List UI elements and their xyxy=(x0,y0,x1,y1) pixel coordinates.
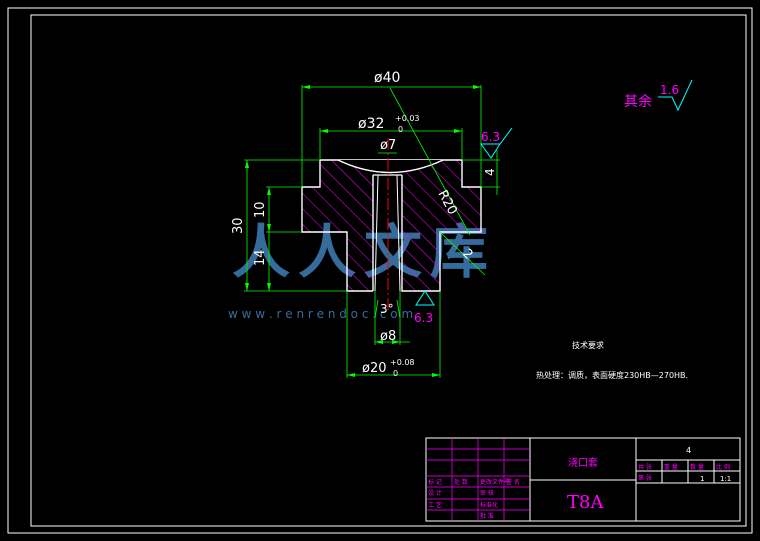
tb-h-total: 共 张 xyxy=(638,463,652,471)
tb-r2-c1: 设 计 xyxy=(428,489,442,497)
tb-material: T8A xyxy=(567,492,604,513)
tb-r3-c1: 工 艺 xyxy=(428,501,442,509)
tb-r2-c3: 审 核 xyxy=(480,489,494,497)
roughness-top: 6.3 xyxy=(480,127,513,159)
tech-line1: 热处理：调质，表面硬度230HB—270HB. xyxy=(536,370,688,380)
watermark-url: w w w . r e n r e n d o c . c o m xyxy=(228,307,413,321)
hatch-left xyxy=(302,160,373,291)
dim-d32: ø32 xyxy=(358,116,384,132)
hatch-right xyxy=(402,160,481,291)
dimension-arrows xyxy=(245,85,481,377)
tb-part-name: 浇口套 xyxy=(568,456,598,469)
dim-10: 10 xyxy=(253,201,268,218)
tb-r1-c3: 更改文件号 xyxy=(480,478,510,486)
tb-h-scale: 比 例 xyxy=(716,463,730,471)
dim-d32-tol-upper: +0.03 xyxy=(395,114,420,123)
dim-d40: ø40 xyxy=(374,70,400,86)
title-block xyxy=(425,437,741,522)
tb-r4-c3: 批 准 xyxy=(480,512,494,520)
tb-r1-c1: 标 记 xyxy=(428,478,442,486)
tb-sheet: 1 xyxy=(700,475,704,483)
svg-text:6.3: 6.3 xyxy=(414,311,433,325)
title-block-grid xyxy=(426,438,530,521)
tb-h-weight: 重 量 xyxy=(664,463,678,471)
dim-d7: ø7 xyxy=(380,138,396,153)
tb-sheet-count: 4 xyxy=(686,446,691,455)
dim-d20-tol-lower: 0 xyxy=(393,369,398,378)
tb-r1-c4: 签 名 xyxy=(506,478,520,486)
roughness-rest-value: 1.6 xyxy=(660,83,679,97)
dim-d8: ø8 xyxy=(380,329,396,344)
dim-d20: ø20 xyxy=(362,361,387,376)
dim-14: 14 xyxy=(253,249,268,266)
dim-angle: 3° xyxy=(380,302,394,316)
dim-d20-tol-upper: +0.08 xyxy=(390,358,415,367)
tb-h-count: 数 量 xyxy=(690,463,704,471)
svg-text:其余: 其余 xyxy=(624,93,652,110)
roughness-rest: 其余 1.6 xyxy=(624,79,693,112)
dim-d32-tol-lower: 0 xyxy=(398,125,403,134)
dim-30: 30 xyxy=(231,217,246,234)
dimension-lines xyxy=(244,85,500,378)
tb-r3-c3: 标准化 xyxy=(480,501,498,509)
tb-r1-c2: 处 数 xyxy=(454,478,468,486)
tb-scale: 1:1 xyxy=(720,475,731,483)
svg-text:6.3: 6.3 xyxy=(481,130,500,144)
inner-frame xyxy=(30,14,747,527)
roughness-bottom: 6.3 xyxy=(414,290,435,325)
tech-title: 技术要求 xyxy=(572,340,604,350)
tb-h-sheet: 第 张 xyxy=(638,474,652,482)
dim-4: 4 xyxy=(483,168,497,176)
outer-frame xyxy=(7,7,753,534)
